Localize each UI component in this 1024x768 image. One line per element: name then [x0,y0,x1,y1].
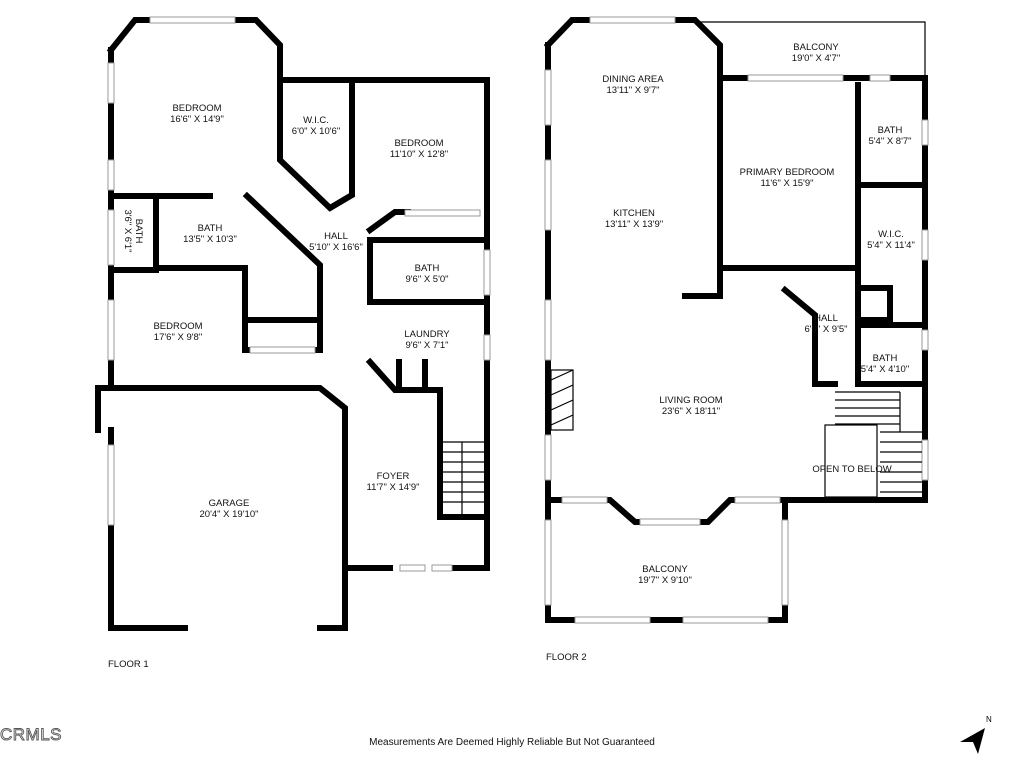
compass-north-label: N [986,715,992,724]
floor-2-label: FLOOR 2 [546,652,587,663]
room-label-f2-kitchen: KITCHEN 13'11" X 13'9" [605,208,663,230]
room-dims: 23'6" X 18'11" [662,406,720,417]
room-label-f1-bath-main: BATH 13'5" X 10'3" [183,223,237,245]
room-name: GARAGE [209,498,250,509]
floor-1-label: FLOOR 1 [108,659,149,670]
room-name: BATH [878,125,903,136]
floor-1-stairs [440,441,487,517]
room-label-f1-laundry: LAUNDRY 9'6" X 7'1" [404,329,450,351]
room-dims: 5'4" X 11'4" [867,240,915,251]
room-dims: 17'6" X 9'8" [154,332,202,343]
room-label-f2-bath-a: BATH 5'4" X 8'7" [868,125,911,147]
room-dims: 3'6" X 6'1" [122,209,133,252]
room-name: BEDROOM [172,103,221,114]
floor-2-walls [543,17,928,623]
floor-2-windows [544,16,929,624]
room-dims: 13'11" X 13'9" [605,219,663,230]
room-label-f1-foyer: FOYER 11'7" X 14'9" [367,471,420,493]
room-dims: 11'10" X 12'8" [390,149,448,160]
fireplace [550,369,574,431]
room-dims: 19'0" X 4'7" [792,53,840,64]
room-labels: BEDROOM 16'6" X 14'9" W.I.C. 6'0" X 10'6… [122,42,915,586]
room-dims: 5'4" X 4'10" [861,364,909,375]
room-name: PRIMARY BEDROOM [740,167,835,178]
room-label-f2-hall: HALL 6'0" X 9'5" [804,313,847,335]
floor-2-stairs [824,391,922,498]
room-label-f1-garage: GARAGE 20'4" X 19'10" [200,498,259,520]
room-name: LAUNDRY [404,329,450,340]
room-dims: 13'5" X 10'3" [183,234,237,245]
room-label-f1-bedroom-a: BEDROOM 16'6" X 14'9" [170,103,224,125]
room-name: BALCONY [793,42,839,53]
room-label-f1-bedroom-b: BEDROOM 11'10" X 12'8" [390,138,448,160]
room-label-f1-bath-b: BATH 9'6" X 5'0" [405,263,448,285]
compass-icon: N [960,715,992,754]
room-dims: 6'0" X 9'5" [804,324,847,335]
footer-disclaimer: Measurements Are Deemed Highly Reliable … [369,737,655,748]
room-name: FOYER [377,471,410,482]
room-name: W.I.C. [303,115,329,126]
room-dims: 9'6" X 7'1" [405,340,448,351]
room-dims: 16'6" X 14'9" [170,114,224,125]
room-name: BATH [198,223,223,234]
room-dims: 5'4" X 8'7" [868,136,911,147]
room-label-f1-bath-small: BATH 3'6" X 6'1" [122,209,144,252]
room-dims: 5'10" X 16'6" [309,242,363,253]
room-name: LIVING ROOM [659,395,722,406]
room-name: BATH [873,353,898,364]
room-name: BEDROOM [153,321,202,332]
room-label-f2-living: LIVING ROOM 23'6" X 18'11" [659,395,722,417]
room-dims: 13'11" X 9'7" [607,85,660,96]
room-name: BALCONY [642,564,688,575]
room-name: HALL [814,313,838,324]
room-name: BATH [415,263,440,274]
room-label-f2-dining: DINING AREA 13'11" X 9'7" [602,74,664,96]
room-name: BEDROOM [394,138,443,149]
room-name: BATH [133,219,144,244]
room-label-f2-wic: W.I.C. 5'4" X 11'4" [867,229,915,251]
room-label-f1-bedroom-c: BEDROOM 17'6" X 9'8" [153,321,202,343]
open-to-below-label: OPEN TO BELOW [812,464,891,475]
room-dims: 20'4" X 19'10" [200,509,259,520]
room-label-f2-balcony-top: BALCONY 19'0" X 4'7" [792,42,840,64]
room-name: W.I.C. [878,229,904,240]
room-label-f2-primary: PRIMARY BEDROOM 11'6" X 15'9" [740,167,835,189]
room-dims: 19'7" X 9'10" [638,575,692,586]
room-name: KITCHEN [613,208,655,219]
room-name: HALL [324,231,348,242]
room-name: DINING AREA [602,74,664,85]
room-dims: 6'0" X 10'6" [292,126,340,137]
floor-1-windows [107,16,491,572]
room-label-f2-bath-b: BATH 5'4" X 4'10" [861,353,909,375]
room-dims: 11'6" X 15'9" [761,178,814,189]
crmls-logo: CRMLS [0,725,62,744]
room-label-f2-balcony-bottom: BALCONY 19'7" X 9'10" [638,564,692,586]
floor-1-walls [95,17,490,631]
room-label-f1-wic: W.I.C. 6'0" X 10'6" [292,115,340,137]
room-dims: 9'6" X 5'0" [405,274,448,285]
room-label-f1-hall: HALL 5'10" X 16'6" [309,231,363,253]
room-dims: 11'7" X 14'9" [367,482,420,493]
